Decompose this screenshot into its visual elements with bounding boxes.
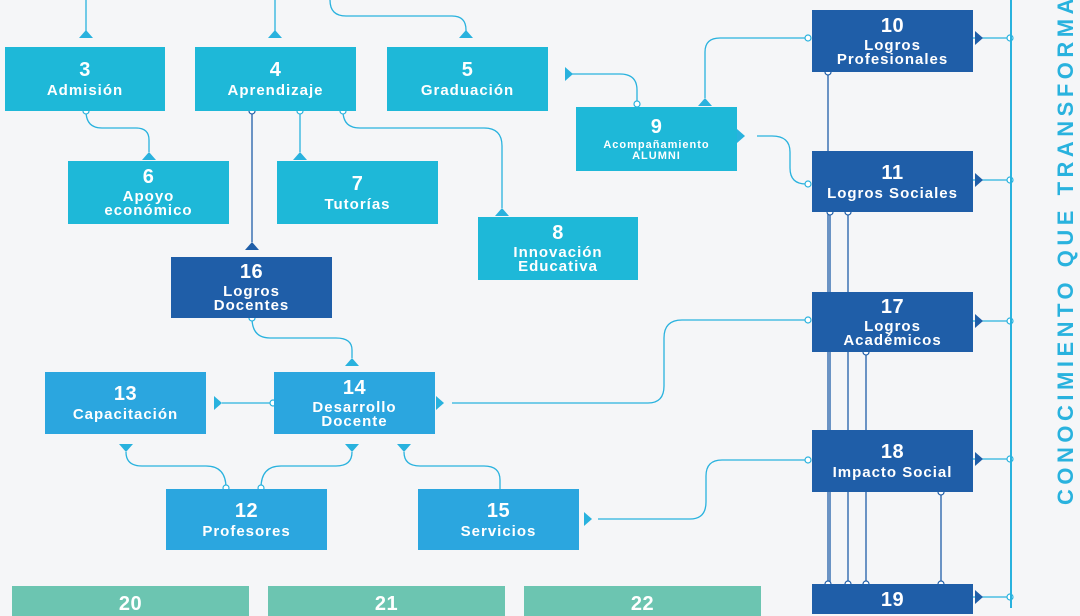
node-number: 20: [118, 593, 143, 615]
connector-15-18: [598, 459, 808, 520]
connector-14-17: [452, 319, 808, 404]
arrowhead: [119, 444, 133, 452]
node-11-logros-sociales[interactable]: 11 Logros Sociales: [812, 151, 973, 212]
node-18-impacto-social[interactable]: 18 Impacto Social: [812, 430, 973, 492]
arrowhead: [975, 590, 983, 604]
arrowhead: [142, 152, 156, 160]
node-number: 5: [461, 59, 474, 81]
node-label: Servicios: [460, 522, 537, 540]
node-10-logros-profesionales[interactable]: 10 Logros Profesionales: [812, 10, 973, 72]
node-number: 16: [239, 261, 264, 283]
node-8-innovacion-educativa[interactable]: 8 Innovación Educativa: [478, 217, 638, 280]
connector-12-14: [260, 451, 353, 489]
arrowhead: [737, 129, 745, 143]
node-14-desarrollo-docente[interactable]: 14 Desarrollo Docente: [274, 372, 435, 434]
node-16-logros-docentes[interactable]: 16 Logros Docentes: [171, 257, 332, 318]
node-6-apoyo-economico[interactable]: 6 Apoyo económico: [68, 161, 229, 224]
arrowhead: [495, 208, 509, 216]
node-label: Profesores: [202, 522, 291, 540]
arrowhead: [293, 152, 307, 160]
node-17-logros-academicos[interactable]: 17 Logros Académicos: [812, 292, 973, 352]
connector-3-6: [85, 110, 150, 152]
node-number: 12: [234, 499, 259, 522]
arrowhead: [565, 67, 573, 81]
node-number: 10: [880, 14, 905, 37]
arrowhead: [345, 358, 359, 366]
node-number: 9: [650, 115, 663, 138]
node-label: Acompañamiento ALUMNI: [603, 138, 710, 162]
node-label: Admisión: [46, 82, 124, 99]
connector-4-8: [342, 110, 503, 208]
node-21[interactable]: 21: [268, 586, 505, 616]
node-number: 22: [630, 593, 655, 615]
node-number: 14: [342, 376, 367, 399]
arrowhead: [975, 452, 983, 466]
node-number: 3: [79, 59, 91, 81]
arrowhead: [975, 31, 983, 45]
arrowhead: [268, 30, 282, 38]
node-label: Impacto Social: [832, 464, 953, 481]
node-number: 11: [881, 161, 904, 184]
node-number: 13: [113, 383, 138, 405]
junction-dot: [804, 316, 812, 324]
node-7-tutorias[interactable]: 7 Tutorías: [277, 161, 438, 224]
node-label: Logros Académicos: [843, 317, 942, 349]
node-label: Logros Docentes: [213, 283, 290, 314]
node-number: 19: [880, 589, 905, 611]
connector-5-9: [565, 73, 638, 104]
connector-9-10: [704, 37, 808, 98]
node-label: Apoyo económico: [104, 188, 193, 219]
connector-top-5: [329, 0, 467, 38]
node-number: 4: [269, 59, 282, 81]
node-19[interactable]: 19: [812, 584, 973, 614]
arrowhead: [345, 444, 359, 452]
node-label: Tutorías: [324, 195, 391, 213]
node-label: Innovación Educativa: [513, 244, 603, 275]
node-4-aprendizaje[interactable]: 4 Aprendizaje: [195, 47, 356, 111]
node-number: 21: [374, 593, 399, 615]
arrowhead: [436, 396, 444, 410]
sidebar-vertical-title: CONOCIMIENTO QUE TRANSFORMA: [1053, 0, 1078, 505]
arrowhead: [79, 30, 93, 38]
node-12-profesores[interactable]: 12 Profesores: [166, 489, 327, 550]
node-number: 18: [880, 441, 905, 463]
node-22[interactable]: 22: [524, 586, 761, 616]
junction-dot: [804, 456, 812, 464]
node-label: Aprendizaje: [227, 82, 324, 99]
sidebar-rule: [1010, 0, 1012, 608]
arrowhead: [584, 512, 592, 526]
node-20[interactable]: 20: [12, 586, 249, 616]
arrowhead: [245, 242, 259, 250]
node-label: Logros Profesionales: [836, 36, 949, 68]
arrowhead: [975, 314, 983, 328]
connector-16-14: [251, 317, 353, 358]
connector-14-15: [403, 451, 501, 490]
node-number: 15: [486, 499, 511, 522]
node-label: Graduación: [420, 82, 515, 99]
node-15-servicios[interactable]: 15 Servicios: [418, 489, 579, 550]
arrowhead: [975, 173, 983, 187]
node-number: 17: [880, 295, 905, 318]
node-number: 6: [142, 166, 155, 188]
arrowhead: [214, 396, 222, 410]
node-number: 7: [351, 172, 364, 195]
node-13-capacitacion[interactable]: 13 Capacitación: [45, 372, 206, 434]
arrowhead: [397, 444, 411, 452]
node-label: Desarrollo Docente: [312, 398, 397, 430]
junction-dot: [804, 180, 812, 188]
node-5-graduacion[interactable]: 5 Graduación: [387, 47, 548, 111]
node-9-acompanamiento-alumni[interactable]: 9 Acompañamiento ALUMNI: [576, 107, 737, 171]
junction-dot: [804, 34, 812, 42]
arrowhead: [698, 98, 712, 106]
node-label: Capacitación: [72, 406, 179, 423]
node-number: 8: [552, 222, 564, 244]
connector-12-13: [125, 451, 227, 489]
arrowhead: [459, 30, 473, 38]
sidebar-band: CONOCIMIENTO QUE TRANSFORMA: [1010, 0, 1080, 608]
node-label: Logros Sociales: [827, 184, 958, 202]
connector-9-11: [757, 135, 808, 185]
node-3-admision[interactable]: 3 Admisión: [5, 47, 165, 111]
